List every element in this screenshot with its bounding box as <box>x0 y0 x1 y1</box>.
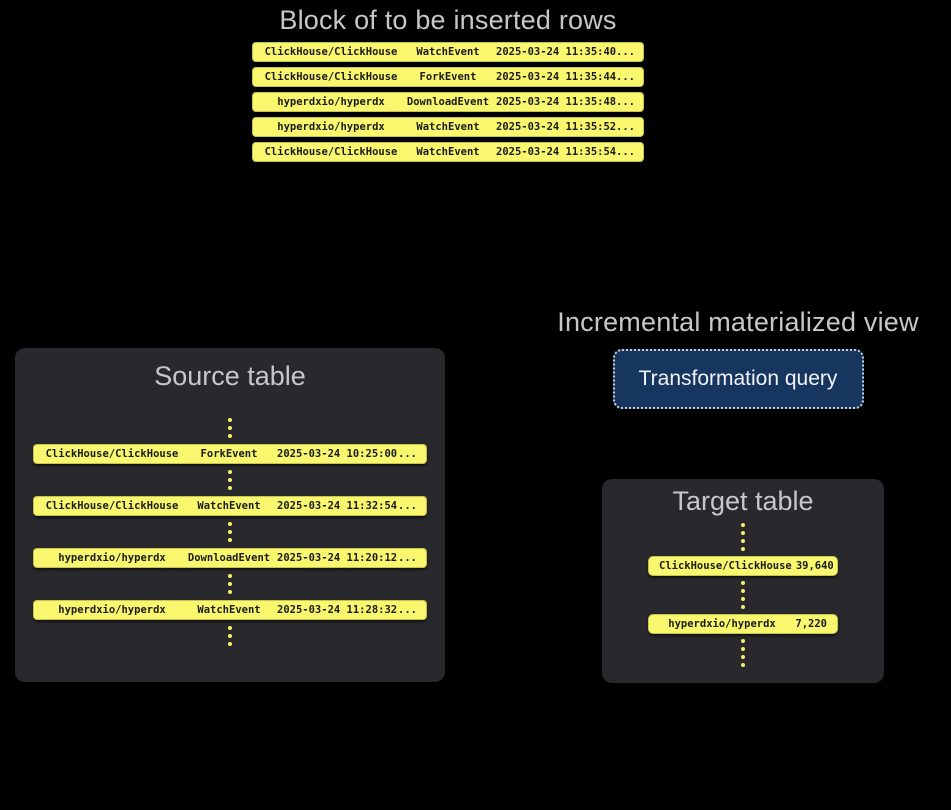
row-more-ellipsis: ... <box>616 71 635 83</box>
source-table-panel: Source table ClickHouse/ClickHouse ForkE… <box>15 348 445 682</box>
table-row: ClickHouse/ClickHouse WatchEvent 2025-03… <box>252 142 644 162</box>
row-repo: hyperdxio/hyperdx <box>58 552 166 564</box>
row-repo: hyperdxio/hyperdx <box>277 121 385 133</box>
table-row: hyperdxio/hyperdx DownloadEvent 2025-03-… <box>33 548 427 568</box>
insert-block-title: Block of to be inserted rows <box>279 5 617 35</box>
vertical-ellipsis-icon <box>228 418 232 438</box>
table-row: ClickHouse/ClickHouse 39,640 <box>648 556 838 576</box>
row-count: 7,220 <box>795 618 827 630</box>
vertical-ellipsis-icon <box>228 626 232 646</box>
target-table-panel: Target table ClickHouse/ClickHouse 39,64… <box>602 479 884 683</box>
row-repo: hyperdxio/hyperdx <box>277 96 385 108</box>
insert-block: Block of to be inserted rows ClickHouse/… <box>252 3 644 162</box>
row-event: DownloadEvent <box>406 96 490 108</box>
row-event: WatchEvent <box>416 46 480 58</box>
target-table-title: Target table <box>672 486 814 516</box>
row-timestamp: 2025-03-24 11:20:12 <box>277 552 398 564</box>
vertical-ellipsis-icon <box>228 470 232 490</box>
row-event: WatchEvent <box>197 500 261 512</box>
row-timestamp: 2025-03-24 11:32:54 <box>277 500 398 512</box>
row-event: DownloadEvent <box>187 552 271 564</box>
row-repo: ClickHouse/ClickHouse <box>45 500 179 512</box>
source-table-title: Source table <box>154 361 306 391</box>
materialized-view-title: Incremental materialized view <box>557 307 919 337</box>
row-more-ellipsis: ... <box>616 121 635 133</box>
row-event: WatchEvent <box>197 604 261 616</box>
vertical-ellipsis-icon <box>228 522 232 542</box>
vertical-ellipsis-icon <box>228 574 232 594</box>
row-event: ForkEvent <box>200 448 258 460</box>
row-more-ellipsis: ... <box>616 46 635 58</box>
row-repo: hyperdxio/hyperdx <box>58 604 166 616</box>
row-repo: ClickHouse/ClickHouse <box>264 46 398 58</box>
row-event: WatchEvent <box>416 121 480 133</box>
source-table-rows: ClickHouse/ClickHouse ForkEvent 2025-03-… <box>15 418 445 646</box>
row-timestamp: 2025-03-24 11:35:54 <box>496 146 617 158</box>
row-repo: hyperdxio/hyperdx <box>668 618 776 630</box>
row-timestamp: 2025-03-24 11:35:40 <box>496 46 617 58</box>
table-row: hyperdxio/hyperdx WatchEvent 2025-03-24 … <box>252 117 644 137</box>
row-repo: ClickHouse/ClickHouse <box>264 71 398 83</box>
target-table-rows: ClickHouse/ClickHouse 39,640 hyperdxio/h… <box>648 523 838 667</box>
row-timestamp: 2025-03-24 11:35:48 <box>496 96 617 108</box>
insert-block-rows: ClickHouse/ClickHouse WatchEvent 2025-03… <box>252 42 644 162</box>
table-row: hyperdxio/hyperdx 7,220 <box>648 614 838 634</box>
row-more-ellipsis: ... <box>398 604 417 616</box>
row-count: 39,640 <box>795 560 834 572</box>
row-more-ellipsis: ... <box>398 552 417 564</box>
table-row: ClickHouse/ClickHouse ForkEvent 2025-03-… <box>33 444 427 464</box>
vertical-ellipsis-icon <box>741 581 745 609</box>
row-more-ellipsis: ... <box>616 146 635 158</box>
row-repo: ClickHouse/ClickHouse <box>45 448 179 460</box>
table-row: hyperdxio/hyperdx DownloadEvent 2025-03-… <box>252 92 644 112</box>
table-row: ClickHouse/ClickHouse WatchEvent 2025-03… <box>252 42 644 62</box>
row-timestamp: 2025-03-24 11:28:32 <box>277 604 398 616</box>
row-timestamp: 2025-03-24 10:25:00 <box>277 448 398 460</box>
row-event: ForkEvent <box>419 71 477 83</box>
row-repo: ClickHouse/ClickHouse <box>659 560 792 572</box>
table-row: hyperdxio/hyperdx WatchEvent 2025-03-24 … <box>33 600 427 620</box>
row-more-ellipsis: ... <box>398 500 417 512</box>
row-more-ellipsis: ... <box>398 448 417 460</box>
transformation-query-button[interactable]: Transformation query <box>612 349 864 409</box>
row-timestamp: 2025-03-24 11:35:52 <box>496 121 617 133</box>
vertical-ellipsis-icon <box>741 523 745 551</box>
table-row: ClickHouse/ClickHouse WatchEvent 2025-03… <box>33 496 427 516</box>
row-repo: ClickHouse/ClickHouse <box>264 146 398 158</box>
vertical-ellipsis-icon <box>741 639 745 667</box>
row-event: WatchEvent <box>416 146 480 158</box>
row-more-ellipsis: ... <box>616 96 635 108</box>
materialized-view-section: Incremental materialized view Transforma… <box>523 305 951 409</box>
row-timestamp: 2025-03-24 11:35:44 <box>496 71 617 83</box>
table-row: ClickHouse/ClickHouse ForkEvent 2025-03-… <box>252 67 644 87</box>
